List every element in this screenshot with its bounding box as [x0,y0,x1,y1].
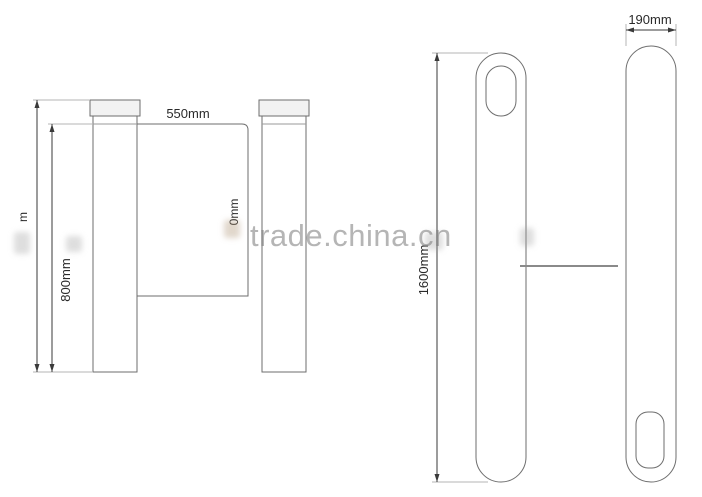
left-post [89,99,141,373]
dim-overall-height-right [432,52,488,483]
dim-gate-height-label: 800mm [58,258,73,301]
tall-post-left [475,52,527,483]
left-post-cap [89,99,141,117]
watermark-text: trade.china.cn [250,218,452,253]
left-post-body [92,115,138,373]
dim-post-width-label: 190mm [628,12,671,27]
watermark-smudge [425,232,443,250]
right-post-body [261,115,307,373]
watermark-smudge [14,232,30,254]
tall-post-left-window [485,65,517,117]
tall-post-right-outline [625,45,677,483]
tall-post-left-outline [475,52,527,483]
tall-post-right-window [635,411,665,469]
right-post [258,99,310,373]
dim-gate-height [48,123,93,373]
watermark-smudge [224,220,240,238]
dim-gap-width-label: 550mm [166,106,209,121]
dim-post-width [625,24,677,46]
watermark-smudge [520,228,534,246]
swing-panel [137,123,249,297]
watermark-smudge [66,236,82,252]
dim-overall-height-label: 1600mm [416,245,431,296]
dim-left-fragment-label: m [16,212,30,222]
dim-overall-height-left [33,99,93,373]
tall-post-right [625,45,677,483]
dim-inner-fragment-label: 0mm [227,199,241,226]
right-post-cap [258,99,310,117]
